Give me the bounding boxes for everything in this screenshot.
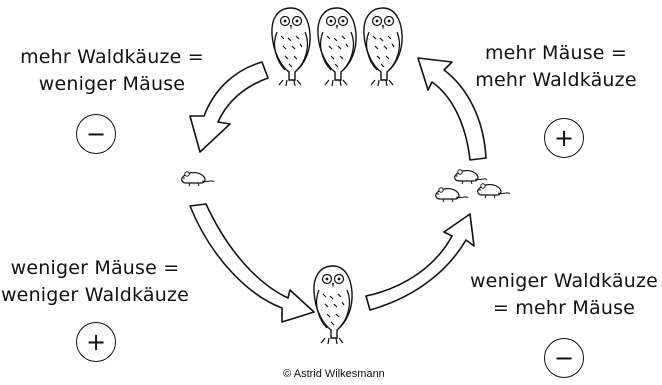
owl-icon-top-2 — [317, 7, 357, 87]
minus-sign-top-left: − — [76, 114, 116, 154]
arrow-mice-to-owls — [417, 57, 487, 161]
owl-icon-top-1 — [271, 7, 311, 87]
mouse-icon-right-1 — [454, 169, 488, 185]
minus-sign-bottom-right: − — [544, 338, 584, 378]
label-bottom-left-line-2: weniger Waldkäuze — [0, 284, 190, 306]
label-bottom-right-line-2: = mehr Mäuse — [492, 297, 636, 319]
owl-icon-top-3 — [363, 7, 403, 87]
copyright-credit: © Astrid Wilkesmann — [283, 368, 385, 380]
mouse-icon-left — [181, 171, 215, 187]
label-bottom-left-line-1: weniger Mäuse = — [10, 257, 180, 279]
label-top-right-line-2: mehr Waldkäuze — [475, 69, 637, 91]
label-top-right-line-1: mehr Mäuse = — [484, 42, 628, 64]
label-bottom-right: weniger Waldkäuze = mehr Mäuse — [468, 268, 660, 322]
label-bottom-right-line-1: weniger Waldkäuze — [469, 270, 659, 292]
label-top-left-line-1: mehr Waldkäuze = — [20, 46, 204, 68]
arrow-owls-to-mouse — [189, 61, 269, 153]
mouse-icon-right-2 — [435, 187, 469, 203]
label-top-left: mehr Waldkäuze = weniger Mäuse — [12, 44, 212, 98]
plus-sign-bottom-left: + — [76, 322, 116, 362]
owl-icon-bottom — [313, 265, 353, 345]
label-top-right: mehr Mäuse = mehr Waldkäuze — [456, 40, 656, 94]
label-top-left-line-2: weniger Mäuse — [38, 73, 186, 95]
arrow-owl-to-mice — [365, 213, 475, 311]
mouse-icon-right-3 — [477, 183, 511, 199]
arrow-mouse-to-owl — [189, 203, 315, 323]
plus-sign-top-right: + — [544, 118, 584, 158]
label-bottom-left: weniger Mäuse = weniger Waldkäuze — [0, 255, 190, 309]
